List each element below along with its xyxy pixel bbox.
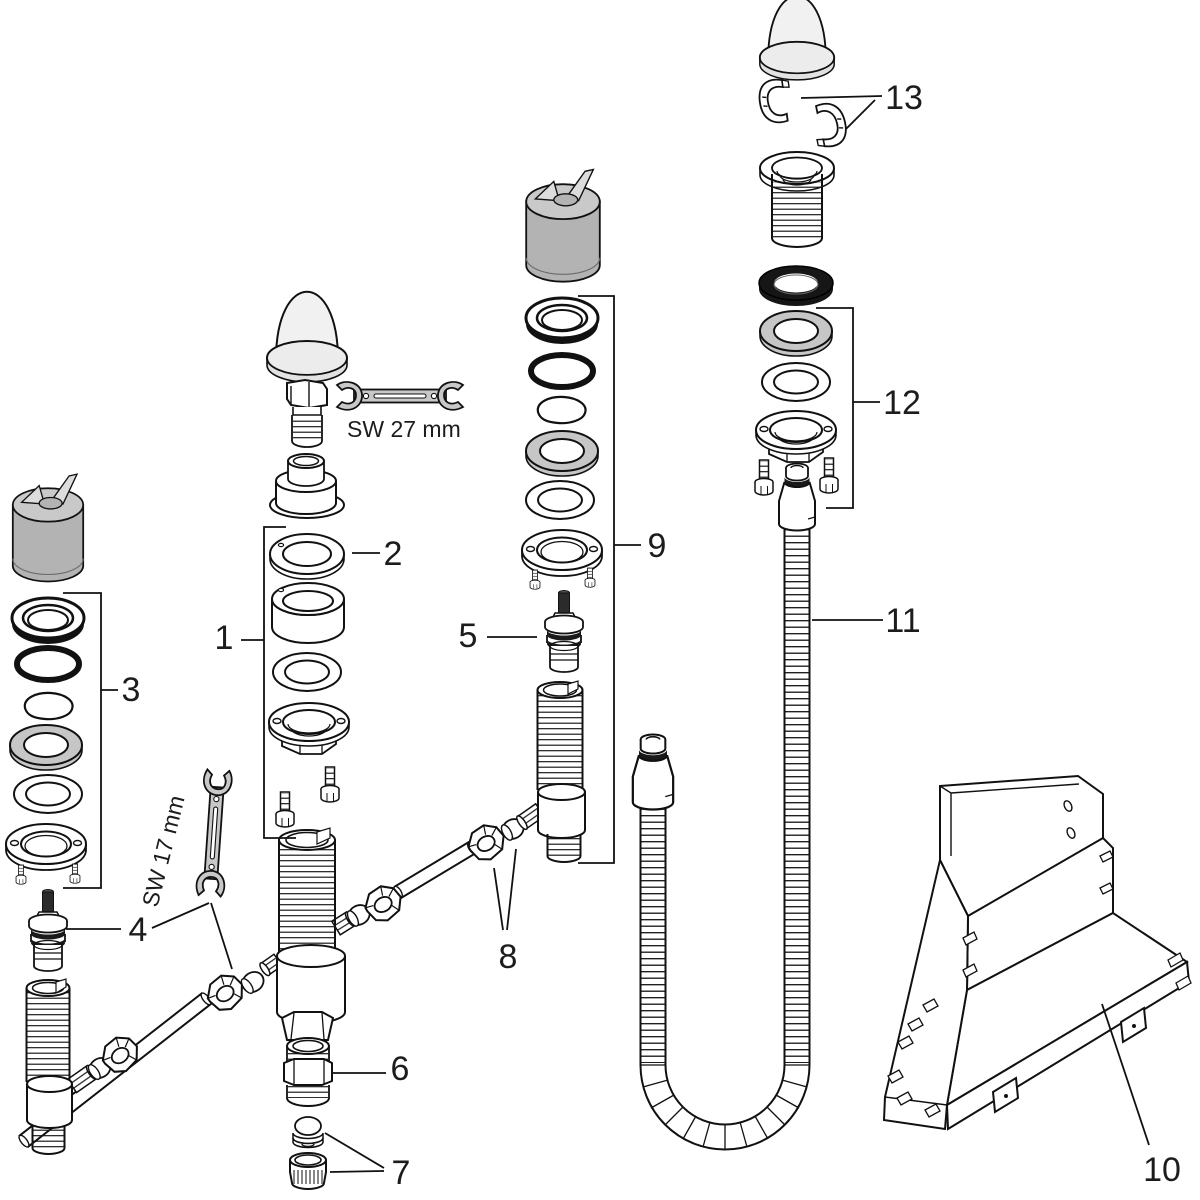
center-right-assembly [516,168,603,863]
reference-lines [63,95,1150,1173]
white-washer-left [13,774,83,814]
right-assembly [754,0,851,496]
bearing-ring-left [10,596,86,646]
connection-pipe-upper [393,840,477,900]
wrench-sw17 [194,768,234,898]
screw-middle-2 [320,766,340,803]
part-label-3: 3 [122,671,141,709]
dome-cap-right [758,0,836,81]
leader-part10 [1101,1003,1150,1146]
hose-curve-corrugation [640,1064,810,1150]
bracket-part3 [63,592,118,889]
sealing-ring-dark [758,265,834,306]
clip-part13-a [756,76,795,126]
part-number-labels: 1 2 3 4 5 6 7 8 9 10 11 12 13 [122,79,1181,1192]
flange-part12 [755,410,837,463]
valve-body-middle [259,827,357,1047]
protection-cap-left [11,473,85,583]
leader-part7 [324,1132,385,1173]
hose-connector-left [631,733,675,811]
leader-sw17 [151,902,233,970]
stepped-bushing [269,453,345,519]
part-label-5: 5 [459,617,478,655]
valve-body-9 [516,680,586,863]
o-ring-right [531,355,593,387]
bracket-slots [887,850,1192,1118]
part-label-13: 13 [885,79,923,117]
part-label-8: 8 [499,938,518,976]
screw-middle-1 [275,791,295,828]
cartridge-part5 [544,589,584,673]
part-label-2: 2 [384,535,403,573]
nut-lower-right [200,967,251,1018]
hose-connector-right [778,462,816,532]
part-label-6: 6 [391,1050,410,1088]
mounting-bracket-part10 [882,774,1192,1131]
flange-left [5,823,87,871]
part-label-11: 11 [885,602,920,640]
ring-part2 [269,533,345,580]
wrench-sw27-label: SW 27 mm [347,416,461,442]
cartridge-part4 [28,888,68,972]
wrench-sw27 [336,381,464,411]
hose-part11 [631,462,816,1151]
part-label-7: 7 [392,1154,411,1192]
wrench-sw17-label: SW 17 mm [137,793,190,910]
bracket-part12 [816,307,880,509]
screw-left-1 [15,864,27,885]
part-label-4: 4 [129,911,148,949]
white-washer-part12 [761,362,831,402]
hex-plug [286,378,328,448]
gray-washer-left [9,724,83,771]
gray-washer-right [525,430,599,477]
bracket-part1 [241,526,296,839]
snap-ring-right [536,395,587,425]
threaded-nipple-part6 [283,1037,333,1107]
dome-cap-middle [266,290,348,383]
screw-left-2 [69,863,81,884]
bracket-fixing-tabs [991,1006,1148,1114]
leader-part13 [800,95,883,130]
screw-part12-1 [754,459,774,496]
screw-part12-2 [819,457,839,494]
snap-ring-left [23,691,74,721]
spacer-ring-deep [271,582,345,644]
protection-cap-right [525,168,601,283]
plug-part7 [292,1116,324,1149]
leader-part8 [493,848,517,931]
flange-nut-middle [268,702,350,755]
cap-nut-part7 [289,1152,327,1190]
clip-part13-b [809,99,851,150]
o-ring-left [17,648,79,680]
part-label-9: 9 [648,527,667,565]
part-label-10: 10 [1143,1151,1181,1189]
part-label-12: 12 [883,384,921,422]
white-washer-middle [272,652,342,692]
bracket-part9 [578,295,641,864]
part-label-1: 1 [215,619,234,657]
left-assembly [5,473,269,1155]
extension-tube [759,151,835,248]
bearing-ring-right [524,296,600,346]
gray-washer-part12 [759,310,833,357]
white-washer-right [525,480,595,520]
middle-assembly: SW 27 mm [137,290,529,1190]
